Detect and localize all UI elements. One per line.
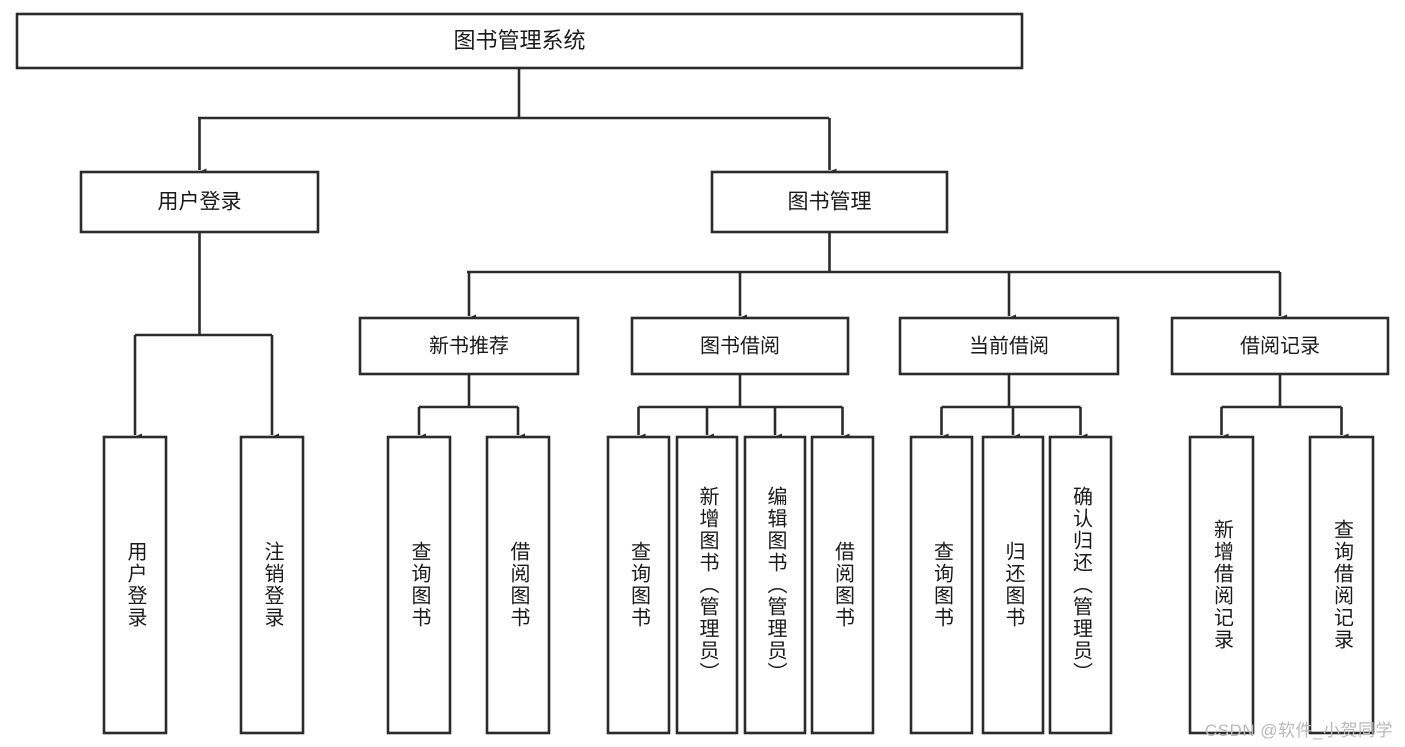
node-label-leaf-edit-book-admin: 编辑图书（管理员） [764, 486, 787, 684]
node-box-leaf-confirm-return [1048, 435, 1113, 735]
node-leaf-query-book-3[interactable]: 查询图书 [909, 435, 974, 735]
connector-layer [128, 68, 1349, 446]
node-leaf-borrow-book-2[interactable]: 借阅图书 [810, 435, 875, 735]
node-box-book-borrow [630, 316, 850, 376]
node-label-leaf-query-book-1: 查询图书 [408, 541, 431, 629]
node-box-borrow-record [1170, 316, 1390, 376]
node-label-borrow-record: 借阅记录 [1240, 334, 1320, 357]
node-label-leaf-logout-login: 注销登录 [261, 541, 284, 629]
node-root[interactable]: 图书管理系统 [15, 12, 1024, 70]
node-label-leaf-return-book: 归还图书 [1002, 541, 1025, 629]
node-leaf-add-book-admin[interactable]: 新增图书（管理员） [675, 435, 739, 735]
node-box-book-manage [710, 170, 949, 234]
node-user-login[interactable]: 用户登录 [79, 170, 320, 234]
node-label-book-manage: 图书管理 [788, 191, 872, 214]
node-box-leaf-borrow-book-1 [485, 435, 551, 735]
node-leaf-query-book-1[interactable]: 查询图书 [386, 435, 452, 735]
node-leaf-user-login[interactable]: 用户登录 [102, 435, 168, 735]
node-leaf-edit-book-admin[interactable]: 编辑图书（管理员） [743, 435, 807, 735]
node-box-current-borrow [898, 316, 1120, 376]
node-book-borrow[interactable]: 图书借阅 [630, 316, 850, 376]
node-label-leaf-borrow-book-1: 借阅图书 [507, 541, 530, 629]
node-label-leaf-borrow-book-2: 借阅图书 [832, 541, 855, 629]
node-label-current-borrow: 当前借阅 [969, 334, 1049, 357]
node-leaf-query-book-2[interactable]: 查询图书 [606, 435, 671, 735]
node-label-leaf-user-login: 用户登录 [124, 541, 147, 629]
node-box-leaf-query-book-2 [606, 435, 671, 735]
node-label-leaf-confirm-return: 确认归还（管理员） [1070, 486, 1093, 684]
node-label-root: 图书管理系统 [453, 28, 585, 53]
node-book-manage[interactable]: 图书管理 [710, 170, 949, 234]
node-box-leaf-add-borrow-record [1188, 435, 1255, 735]
node-leaf-add-borrow-record[interactable]: 新增借阅记录 [1188, 435, 1255, 735]
node-leaf-return-book[interactable]: 归还图书 [981, 435, 1045, 735]
node-label-leaf-query-book-2: 查询图书 [628, 541, 651, 629]
node-box-leaf-logout-login [239, 435, 305, 735]
node-box-leaf-edit-book-admin [743, 435, 807, 735]
node-box-leaf-user-login [102, 435, 168, 735]
node-leaf-confirm-return[interactable]: 确认归还（管理员） [1048, 435, 1113, 735]
node-box-leaf-query-book-1 [386, 435, 452, 735]
node-label-user-login: 用户登录 [158, 191, 242, 214]
node-box-root [15, 12, 1024, 70]
node-box-leaf-add-book-admin [675, 435, 739, 735]
node-box-user-login [79, 170, 320, 234]
node-box-leaf-query-borrow-rec [1308, 435, 1375, 735]
node-box-leaf-query-book-3 [909, 435, 974, 735]
node-borrow-record[interactable]: 借阅记录 [1170, 316, 1390, 376]
node-label-leaf-query-borrow-rec: 查询借阅记录 [1331, 519, 1354, 651]
node-box-leaf-return-book [981, 435, 1045, 735]
node-leaf-borrow-book-1[interactable]: 借阅图书 [485, 435, 551, 735]
node-layer: 图书管理系统用户登录图书管理新书推荐图书借阅当前借阅借阅记录用户登录注销登录查询… [15, 12, 1390, 735]
node-label-leaf-add-book-admin: 新增图书（管理员） [696, 486, 719, 684]
node-current-borrow[interactable]: 当前借阅 [898, 316, 1120, 376]
node-label-book-borrow: 图书借阅 [700, 334, 780, 357]
node-label-new-book-recommend: 新书推荐 [429, 334, 509, 357]
node-box-new-book-recommend [358, 316, 580, 376]
node-box-leaf-borrow-book-2 [810, 435, 875, 735]
node-label-leaf-query-book-3: 查询图书 [931, 541, 954, 629]
node-label-leaf-add-borrow-record: 新增借阅记录 [1211, 519, 1234, 651]
node-new-book-recommend[interactable]: 新书推荐 [358, 316, 580, 376]
node-leaf-query-borrow-rec[interactable]: 查询借阅记录 [1308, 435, 1375, 735]
node-leaf-logout-login[interactable]: 注销登录 [239, 435, 305, 735]
